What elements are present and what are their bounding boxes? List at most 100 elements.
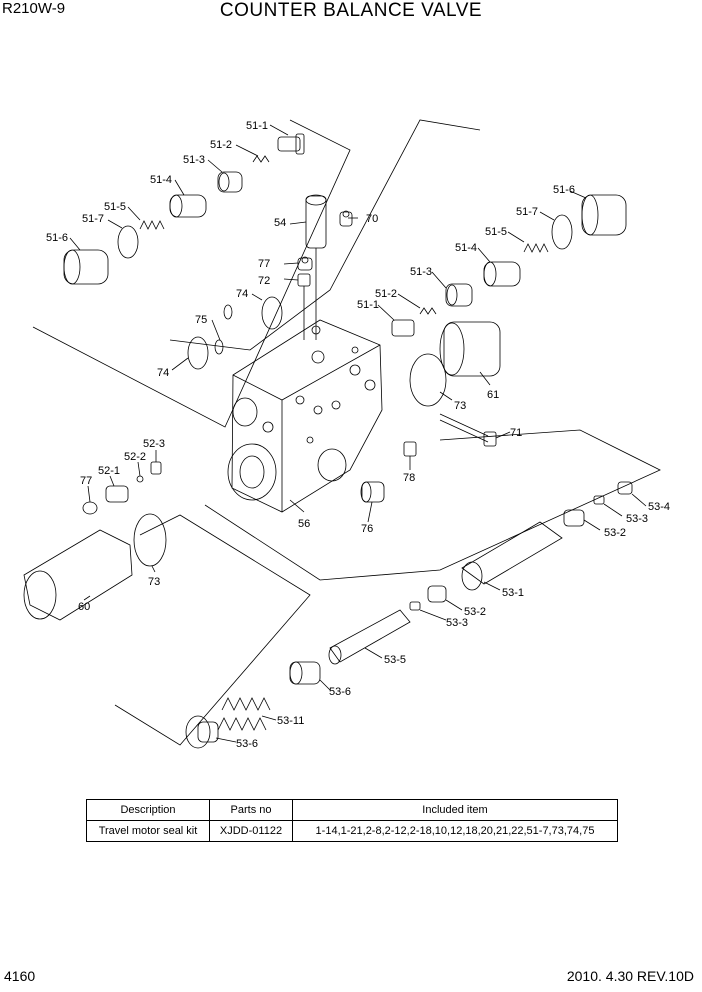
part-51-2-spring-right bbox=[419, 307, 437, 315]
callout-73-right: 73 bbox=[454, 400, 466, 412]
part-53-1-spool bbox=[461, 521, 563, 591]
part-51-3-poppet-left bbox=[217, 171, 243, 193]
callout-51-4-left: 51-4 bbox=[150, 174, 172, 186]
cell-included-item: 1-14,1-21,2-8,2-12,2-18,10,12,18,20,21,2… bbox=[292, 820, 618, 842]
callout-51-5-right: 51-5 bbox=[485, 226, 507, 238]
part-51-6-cap-left bbox=[63, 249, 109, 285]
callout-51-2-right: 51-2 bbox=[375, 288, 397, 300]
callout-70: 70 bbox=[366, 213, 378, 225]
part-53-3-pin-upper bbox=[593, 495, 605, 505]
part-73-oring-right bbox=[409, 353, 447, 407]
callout-51-7-right: 51-7 bbox=[516, 206, 538, 218]
callout-53-6-lower: 53-6 bbox=[236, 738, 258, 750]
part-78-plug bbox=[403, 441, 417, 457]
part-74-oring-lower bbox=[187, 336, 209, 370]
part-51-5-spring-right bbox=[523, 243, 549, 253]
page-title: COUNTER BALANCE VALVE bbox=[219, 0, 483, 21]
callout-61: 61 bbox=[487, 389, 499, 401]
callout-72: 72 bbox=[258, 275, 270, 287]
group-outline-lower-right bbox=[204, 429, 661, 581]
part-53-2-seat-upper bbox=[563, 509, 585, 527]
part-52-2-ball bbox=[136, 475, 144, 483]
callout-53-5: 53-5 bbox=[384, 654, 406, 666]
part-70-screw bbox=[339, 210, 353, 227]
revision-date: 2010. 4.30 REV.10D bbox=[566, 968, 694, 984]
table-row: Travel motor seal kit XJDD-01122 1-14,1-… bbox=[86, 820, 618, 842]
callout-51-4-right: 51-4 bbox=[455, 242, 477, 254]
part-51-7-oring-right bbox=[551, 214, 573, 250]
callout-53-1: 53-1 bbox=[502, 587, 524, 599]
page-number: 4160 bbox=[4, 968, 36, 984]
callout-51-1-left: 51-1 bbox=[246, 120, 268, 132]
part-51-4-sleeve-right bbox=[483, 261, 521, 287]
model-number: R210W-9 bbox=[2, 0, 66, 17]
callout-51-1-right: 51-1 bbox=[357, 299, 379, 311]
callout-75: 75 bbox=[195, 314, 207, 326]
cell-parts-no: XJDD-01122 bbox=[209, 820, 293, 842]
part-52-3-plug bbox=[150, 461, 162, 475]
callout-51-7-left: 51-7 bbox=[82, 213, 104, 225]
callout-51-5-left: 51-5 bbox=[104, 201, 126, 213]
callout-74-upper: 74 bbox=[236, 288, 248, 300]
callout-53-2-lower: 53-2 bbox=[464, 606, 486, 618]
part-74-oring-upper bbox=[261, 296, 283, 330]
part-53-6-retainer-upper bbox=[289, 661, 321, 685]
part-75-oring-lower bbox=[214, 339, 224, 355]
callout-51-3-left: 51-3 bbox=[183, 154, 205, 166]
part-51-7-oring-left bbox=[117, 225, 139, 259]
callout-74-lower: 74 bbox=[157, 367, 169, 379]
part-51-4-sleeve-left bbox=[169, 194, 207, 218]
part-72-orifice bbox=[297, 273, 311, 287]
part-51-6-cap-right bbox=[581, 194, 627, 236]
part-53-11-spring bbox=[217, 697, 271, 731]
callout-52-2: 52-2 bbox=[124, 451, 146, 463]
part-53-5-rod bbox=[328, 609, 411, 665]
part-56-valve-body bbox=[227, 319, 383, 513]
part-76-plug bbox=[360, 481, 385, 503]
part-51-5-spring-left bbox=[139, 220, 165, 230]
table-header-included-item: Included item bbox=[292, 799, 618, 821]
part-61-cap bbox=[439, 321, 501, 377]
callout-56: 56 bbox=[298, 518, 310, 530]
callout-53-6-upper: 53-6 bbox=[329, 686, 351, 698]
part-53-2-seat-lower bbox=[427, 585, 447, 603]
table-header-parts-no: Parts no bbox=[209, 799, 293, 821]
part-51-1-plug-left bbox=[277, 133, 305, 155]
callout-51-6-right: 51-6 bbox=[553, 184, 575, 196]
callout-54: 54 bbox=[274, 217, 286, 229]
callout-60: 60 bbox=[78, 601, 90, 613]
part-51-2-spring-left bbox=[252, 155, 270, 163]
part-75-oring-upper bbox=[223, 304, 233, 320]
part-53-3-pin-lower bbox=[409, 601, 421, 611]
callout-53-2-upper: 53-2 bbox=[604, 527, 626, 539]
callout-77-top: 77 bbox=[258, 258, 270, 270]
callout-labels: 51-1 51-2 51-3 51-4 51-5 51-7 51-6 54 70… bbox=[46, 120, 670, 750]
part-71-bolt bbox=[439, 413, 497, 447]
callout-52-1: 52-1 bbox=[98, 465, 120, 477]
cell-description: Travel motor seal kit bbox=[86, 820, 210, 842]
callout-53-3-lower: 53-3 bbox=[446, 617, 468, 629]
callout-71: 71 bbox=[510, 427, 522, 439]
leader-lines bbox=[69, 124, 647, 743]
part-51-1-plug-right bbox=[391, 319, 415, 337]
callout-53-4: 53-4 bbox=[648, 501, 670, 513]
callout-51-2-left: 51-2 bbox=[210, 139, 232, 151]
callout-51-3-right: 51-3 bbox=[410, 266, 432, 278]
callout-52-3: 52-3 bbox=[143, 438, 165, 450]
callout-76: 76 bbox=[361, 523, 373, 535]
part-77-plug-left bbox=[82, 501, 98, 515]
part-60-cover bbox=[23, 529, 133, 621]
callout-78: 78 bbox=[403, 472, 415, 484]
part-73-oring-left bbox=[133, 513, 167, 567]
table-header-description: Description bbox=[86, 799, 210, 821]
seal-kit-table: Description Parts no Included item Trave… bbox=[86, 799, 618, 842]
callout-51-6-left: 51-6 bbox=[46, 232, 68, 244]
callout-77-left: 77 bbox=[80, 475, 92, 487]
callout-53-11: 53-11 bbox=[277, 715, 304, 727]
part-52-1-seat bbox=[105, 485, 129, 503]
part-53-4-plug bbox=[617, 481, 633, 495]
callout-73-left: 73 bbox=[148, 576, 160, 588]
callout-53-3-upper: 53-3 bbox=[626, 513, 648, 525]
part-77-plug-top bbox=[297, 256, 313, 271]
